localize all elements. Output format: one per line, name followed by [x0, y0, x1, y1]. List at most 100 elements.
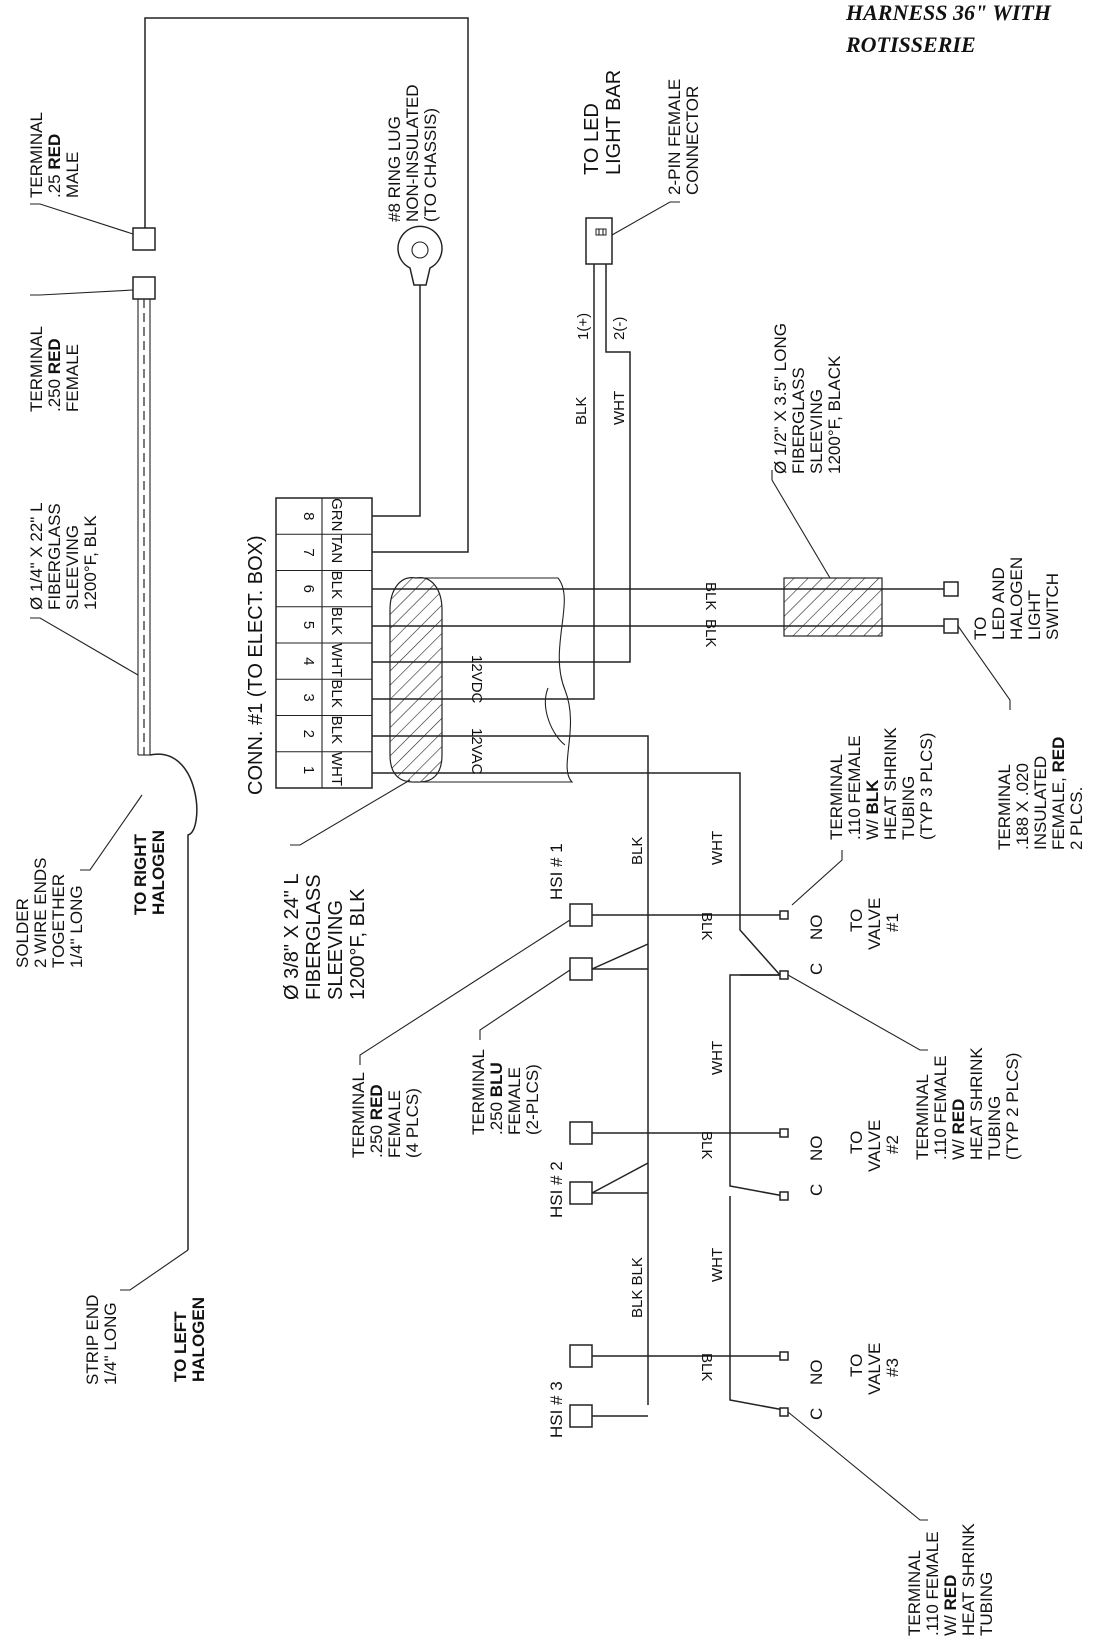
svg-text:BLK: BLK: [698, 912, 715, 940]
svg-text:SLEEVING: SLEEVING: [807, 389, 826, 474]
svg-text:W/ RED: W/ RED: [949, 1099, 968, 1160]
diagram-title: HARNESS 36" WITH ROTISSERIE: [845, 0, 1052, 57]
pin-number: 8: [300, 512, 317, 520]
svg-text:1200°F, BLACK: 1200°F, BLACK: [825, 355, 844, 474]
callout-sleeve-38: Ø 3/8" X 24" L FIBERGLASS SLEEVING 1200°…: [281, 779, 411, 1001]
hsi-2-bottom: [569, 1181, 593, 1205]
svg-text:1/4" LONG: 1/4" LONG: [67, 885, 86, 968]
sleeve-38: [389, 577, 574, 783]
label-hsi-2: HSI # 2: [547, 1161, 566, 1218]
valve-1-labels: C NO TO VALVE #1: [807, 898, 902, 975]
svg-text:SLEEVING: SLEEVING: [325, 900, 347, 1000]
svg-text:TO LED: TO LED: [581, 103, 603, 175]
svg-text:2-PIN FEMALE: 2-PIN FEMALE: [665, 79, 684, 195]
svg-text:WHT: WHT: [709, 1248, 726, 1282]
svg-text:LIGHT BAR: LIGHT BAR: [603, 70, 625, 175]
pin-wire-color: BLK: [328, 716, 345, 744]
callout-term110-blk: TERMINAL .110 FEMALE W/ BLK HEAT SHRINK …: [791, 727, 936, 906]
label-valve2-blk: BLK: [698, 1131, 715, 1159]
pin-wire-color: WHT: [328, 643, 345, 677]
switch-terminal-2: [943, 618, 959, 634]
svg-text:Ø 1/2" X 3.5" LONG: Ø 1/2" X 3.5" LONG: [771, 323, 790, 474]
svg-text:2(-): 2(-): [611, 317, 628, 340]
svg-text:LED AND: LED AND: [989, 567, 1008, 640]
svg-text:HARNESS 36" WITH: HARNESS 36" WITH: [845, 0, 1052, 25]
svg-text:HEAT SHRINK: HEAT SHRINK: [881, 727, 900, 840]
svg-text:HEAT SHRINK: HEAT SHRINK: [959, 1523, 978, 1636]
svg-text:(2-PLCS): (2-PLCS): [523, 1064, 542, 1135]
label-12vac: 12VAC: [468, 728, 485, 775]
label-switch: TO LED AND HALOGEN LIGHT SWITCH: [971, 557, 1062, 640]
svg-text:Ø 3/8" X 24" L: Ø 3/8" X 24" L: [281, 874, 303, 1001]
svg-text:BLK: BLK: [629, 837, 646, 865]
svg-text:#8 RING LUG: #8 RING LUG: [385, 116, 404, 222]
pin-number: 5: [300, 621, 317, 629]
svg-text:#3: #3: [883, 1358, 902, 1377]
two-pin-connector: [585, 217, 613, 265]
svg-text:.110 FEMALE: .110 FEMALE: [923, 1531, 942, 1636]
svg-text:WHT: WHT: [709, 1041, 726, 1075]
svg-text:TERMINAL: TERMINAL: [827, 754, 846, 840]
label-blk-blk: BLK BLK: [629, 1257, 646, 1318]
wires-to-switch: [372, 577, 959, 637]
svg-text:TERMINAL: TERMINAL: [469, 1049, 488, 1135]
svg-text:SWITCH: SWITCH: [1043, 573, 1062, 640]
svg-text:(TYP 3 PLCS): (TYP 3 PLCS): [917, 733, 936, 840]
svg-text:TERMINAL: TERMINAL: [995, 764, 1014, 850]
connector-label: CONN. #1 (TO ELECT. BOX): [245, 535, 267, 795]
svg-text:BLK: BLK: [698, 1353, 715, 1381]
svg-text:TERMINAL: TERMINAL: [905, 1550, 924, 1636]
svg-text:12VAC: 12VAC: [468, 728, 485, 775]
svg-text:C: C: [807, 1184, 826, 1196]
callout-term110-red2: TERMINAL .110 FEMALE W/ RED HEAT SHRINK …: [787, 974, 1022, 1160]
pin-wire-color: TAN: [328, 534, 345, 563]
label-to-left-halogen: TO LEFT HALOGEN: [171, 1297, 208, 1382]
svg-text:Ø 1/4" X 22" L: Ø 1/4" X 22" L: [27, 502, 46, 610]
label-hsi-3: HSI # 3: [547, 1381, 566, 1438]
svg-text:BLK BLK: BLK BLK: [629, 1257, 646, 1318]
svg-text:FIBERGLASS: FIBERGLASS: [303, 874, 325, 1000]
svg-text:CONNECTOR: CONNECTOR: [683, 86, 702, 195]
svg-text:SOLDER: SOLDER: [13, 898, 32, 968]
label-wht-seg2: WHT: [709, 1041, 726, 1075]
svg-text:TOGETHER: TOGETHER: [49, 874, 68, 968]
svg-text:FEMALE: FEMALE: [63, 344, 82, 412]
svg-text:NO: NO: [807, 915, 826, 941]
svg-text:HALOGEN: HALOGEN: [149, 830, 168, 915]
svg-text:HEAT SHRINK: HEAT SHRINK: [967, 1047, 986, 1160]
svg-text:TERMINAL: TERMINAL: [349, 1072, 368, 1158]
callout-terminal-red-female: TERMINAL .250 RED FEMALE: [27, 289, 134, 412]
svg-text:WHT: WHT: [709, 831, 726, 865]
svg-text:HSI # 2: HSI # 2: [547, 1161, 566, 1218]
label-valve3-blk: BLK: [698, 1353, 715, 1381]
callout-quarter-sleeving: Ø 1/4" X 22" L FIBERGLASS SLEEVING 1200°…: [27, 502, 139, 676]
callout-term250-red4: TERMINAL .250 RED FEMALE (4 PLCS): [349, 919, 571, 1158]
pin-wire-color: WHT: [328, 752, 345, 786]
label-wht-main: WHT: [709, 831, 726, 865]
terminal-male-box: [132, 227, 156, 251]
svg-text:LIGHT: LIGHT: [1025, 590, 1044, 640]
svg-text:VALVE: VALVE: [865, 1120, 884, 1172]
label-wht-seg3: WHT: [709, 1248, 726, 1282]
svg-text:TERMINAL: TERMINAL: [913, 1074, 932, 1160]
svg-text:WHT: WHT: [611, 391, 628, 425]
svg-text:FIBERGLASS: FIBERGLASS: [45, 503, 64, 610]
svg-text:1200°F, BLK: 1200°F, BLK: [347, 888, 369, 1000]
svg-text:FEMALE: FEMALE: [505, 1067, 524, 1135]
svg-text:MALE: MALE: [63, 152, 82, 198]
hsi-2-top: [569, 1121, 593, 1145]
svg-text:.250 RED: .250 RED: [367, 1084, 386, 1158]
svg-text:HSI # 3: HSI # 3: [547, 1381, 566, 1438]
svg-text:TO: TO: [847, 909, 866, 932]
svg-text:2 WIRE ENDS: 2 WIRE ENDS: [31, 857, 50, 968]
callout-term110-red-last: TERMINAL .110 FEMALE W/ RED HEAT SHRINK …: [787, 1411, 996, 1636]
svg-text:BLK: BLK: [698, 1131, 715, 1159]
svg-text:NO: NO: [807, 1360, 826, 1386]
svg-text:TUBING: TUBING: [977, 1572, 996, 1636]
svg-text:TUBING: TUBING: [985, 1096, 1004, 1160]
label-switch-blk-1: BLK: [702, 582, 719, 610]
callout-terminal-red-male: TERMINAL .25 RED MALE: [27, 112, 134, 235]
svg-text:(TYP 2 PLCS): (TYP 2 PLCS): [1003, 1053, 1022, 1160]
svg-text:CONN. #1 (TO ELECT. BOX): CONN. #1 (TO ELECT. BOX): [245, 535, 267, 795]
